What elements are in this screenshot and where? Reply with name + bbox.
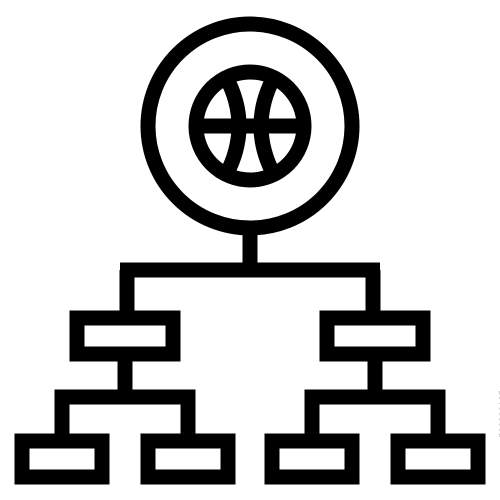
bracket-left-lower-connector <box>54 389 196 440</box>
bracket-box-quarterfinal-2 <box>140 433 236 485</box>
bracket-box-quarterfinal-3 <box>264 433 360 485</box>
bracket-box-quarterfinal-1 <box>14 433 110 485</box>
bracket-right-lower-connector <box>304 389 446 440</box>
bracket-box-semifinal-left <box>69 310 181 362</box>
bracket-box-quarterfinal-4 <box>390 433 486 485</box>
basketball-icon <box>188 64 312 188</box>
bracket-box-semifinal-right <box>319 310 431 362</box>
